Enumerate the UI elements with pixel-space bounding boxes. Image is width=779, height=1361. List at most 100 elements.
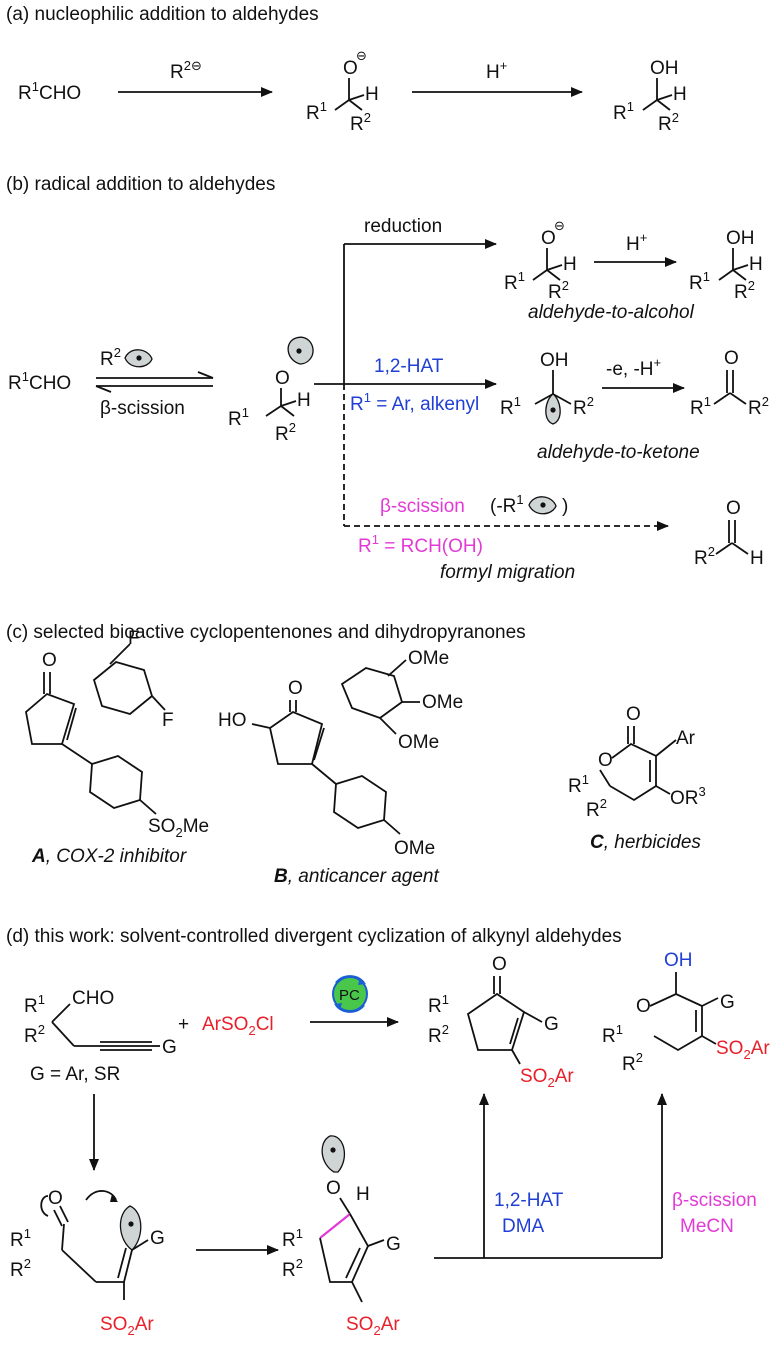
svg-text:O: O (724, 348, 739, 369)
svg-text:SO2Ar: SO2Ar (716, 1038, 770, 1062)
compound-b-label: B, anticancer agent (274, 866, 440, 887)
b-product-aldehyde: O R2 H (694, 498, 764, 569)
compound-c: O O Ar OR3 R1 R2 (568, 704, 706, 821)
svg-text:SO2Me: SO2Me (148, 816, 209, 840)
svg-text:R2: R2 (694, 544, 715, 569)
svg-text:OH: OH (726, 228, 755, 249)
b-aldehyde-to-alcohol: aldehyde-to-alcohol (528, 302, 695, 323)
svg-text:OMe: OMe (398, 732, 439, 753)
svg-text:R1: R1 (228, 405, 249, 430)
svg-text:O: O (48, 1188, 63, 1209)
b-beta-condition: R1 = RCH(OH) (358, 532, 483, 557)
d-substrate: CHO R1 R2 G (24, 988, 177, 1058)
svg-text:H: H (365, 84, 379, 105)
svg-text:G: G (720, 992, 735, 1013)
svg-text:G: G (544, 1014, 559, 1035)
svg-text:OR3: OR3 (670, 784, 706, 809)
b-start-aldehyde: R1CHO (8, 369, 71, 394)
svg-text:R1: R1 (428, 992, 449, 1017)
svg-text:OMe: OMe (408, 648, 449, 669)
d-arylsulfonyl-chloride: ArSO2Cl (202, 1014, 274, 1038)
svg-text:O: O (42, 650, 57, 671)
svg-text:O: O (343, 58, 358, 79)
b-hat-condition: R1 = Ar, alkenyl (350, 390, 479, 415)
svg-text:R1: R1 (306, 99, 327, 124)
b-alcohol: OH R1 H R2 (689, 228, 763, 303)
svg-text:R2: R2 (428, 1022, 449, 1047)
svg-text:O: O (541, 228, 556, 249)
b-alkoxide: O ⊖ R1 H R2 (504, 218, 577, 303)
svg-text:OMe: OMe (394, 838, 435, 859)
a-arrow-2-label: H+ (486, 58, 507, 83)
compound-a: O F F SO2Me (25, 628, 209, 840)
svg-text:R1: R1 (613, 99, 634, 124)
svg-text:R2: R2 (282, 1256, 303, 1281)
svg-text:OH: OH (540, 350, 569, 371)
svg-text:O: O (288, 678, 303, 699)
svg-text:): ) (562, 496, 568, 517)
svg-text:SO2Ar: SO2Ar (100, 1314, 154, 1338)
section-c-title: (c) selected bioactive cyclopentenones a… (6, 622, 526, 643)
svg-text:SO2Ar: SO2Ar (346, 1314, 400, 1338)
compound-a-label: A, COX-2 inhibitor (31, 846, 187, 867)
b-ketone: O R1 R2 (690, 348, 769, 419)
d-plus: + (178, 1014, 189, 1035)
svg-text:R1CHO: R1CHO (18, 79, 81, 104)
compound-c-label: C, herbicides (590, 832, 701, 853)
svg-text:R1: R1 (10, 1226, 31, 1251)
a-alkoxide: O ⊖ R1 H R2 (306, 48, 379, 135)
photocatalyst-icon: PC (332, 975, 368, 1013)
svg-text:R2: R2 (548, 278, 569, 303)
a-alcohol: OH R1 H R2 (613, 58, 687, 135)
svg-text:PC: PC (339, 987, 360, 1004)
svg-text:R2: R2 (350, 110, 371, 135)
svg-text:H: H (297, 390, 311, 411)
d-dma-solvent: DMA (502, 1216, 545, 1237)
svg-text:O: O (492, 954, 507, 975)
svg-text:R1: R1 (690, 394, 711, 419)
svg-text:R1: R1 (24, 992, 45, 1017)
b-reduction-label: reduction (364, 216, 442, 237)
svg-text:R2: R2 (24, 1022, 45, 1047)
b-r2-radical: R2 (100, 345, 153, 370)
d-mecn-solvent: MeCN (680, 1216, 734, 1237)
b-alkoxy-radical: O R1 H R2 (228, 336, 314, 445)
svg-text:R2: R2 (658, 110, 679, 135)
svg-text:O: O (275, 368, 290, 389)
d-cyclized-alkoxy-radical: O H R1 R2 G SO2Ar (282, 1135, 401, 1338)
svg-text:O: O (626, 704, 641, 725)
b-formyl-migration: formyl migration (440, 562, 575, 583)
svg-text:R2: R2 (748, 394, 769, 419)
svg-text:F: F (128, 628, 140, 649)
d-cyclopentenone-product: O R1 R2 G SO2Ar (428, 954, 574, 1090)
b-h-plus-label: H+ (626, 230, 647, 255)
svg-text:O: O (598, 750, 613, 771)
section-b-title: (b) radical addition to aldehydes (6, 174, 275, 195)
svg-text:OH: OH (650, 58, 679, 79)
d-beta-scission-label: β-scission (672, 1190, 757, 1211)
b-equilibrium-arrows (95, 371, 214, 393)
svg-text:R1: R1 (282, 1226, 303, 1251)
svg-text:H: H (563, 254, 577, 275)
section-a-title: (a) nucleophilic addition to aldehydes (6, 4, 319, 25)
b-hat-label: 1,2-HAT (374, 356, 444, 377)
svg-text:R2: R2 (573, 394, 594, 419)
svg-text:G: G (386, 1234, 401, 1255)
a-arrow-1-label: R2⊖ (170, 58, 202, 83)
svg-text:β-scission: β-scission (380, 496, 465, 517)
svg-text:(-R1: (-R1 (490, 492, 524, 517)
svg-text:R2: R2 (100, 345, 121, 370)
svg-text:R1: R1 (500, 394, 521, 419)
svg-text:OMe: OMe (422, 692, 463, 713)
svg-text:R2: R2 (275, 420, 296, 445)
svg-text:G: G (150, 1228, 165, 1249)
b-ketyl-radical: OH R1 R2 (500, 350, 594, 425)
svg-text:HO: HO (218, 710, 247, 731)
b-beta-scission-label: β-scission (-R1 ) (380, 492, 568, 517)
svg-text:OH: OH (664, 950, 693, 971)
svg-text:F: F (162, 710, 174, 731)
svg-text:CHO: CHO (72, 988, 114, 1009)
svg-text:Ar: Ar (676, 728, 696, 749)
svg-text:H: H (673, 84, 687, 105)
